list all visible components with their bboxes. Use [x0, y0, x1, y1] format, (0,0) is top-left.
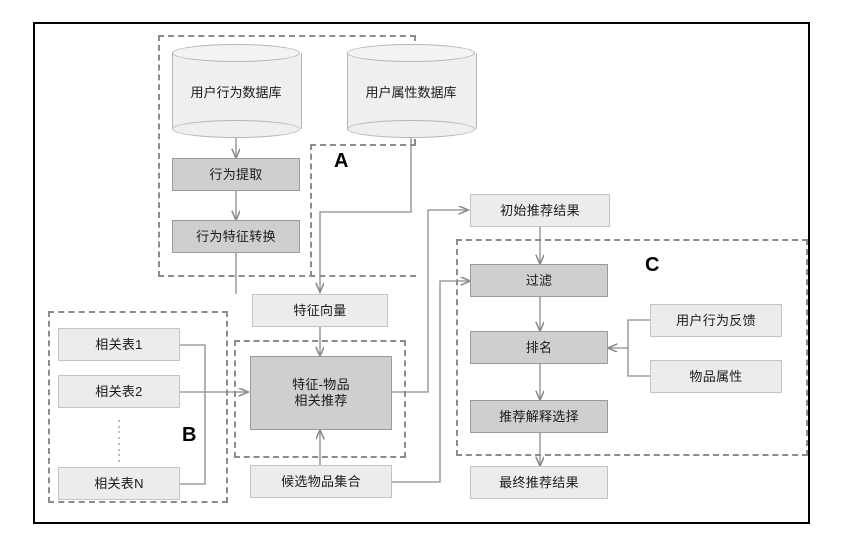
- group-a-label: A: [334, 150, 349, 172]
- db-top-ellipse: [172, 44, 300, 62]
- node-label: 推荐解释选择: [499, 408, 579, 424]
- node-label: 候选物品集合: [281, 473, 361, 489]
- node-label-line1: 特征-物品: [292, 377, 350, 393]
- node-user-behavior-db: 用户行为数据库: [172, 44, 302, 138]
- node-label: 用户属性数据库: [365, 84, 457, 100]
- db-body: [347, 53, 477, 129]
- node-label-line2: 相关推荐: [294, 393, 348, 408]
- node-label: 特征向量: [293, 302, 347, 318]
- node-final-rec-result: 最终推荐结果: [470, 466, 608, 499]
- db-top-ellipse: [347, 44, 475, 62]
- node-label: 相关表1: [95, 336, 143, 352]
- node-item-attribute: 物品属性: [650, 360, 782, 393]
- node-label: 行为特征转换: [196, 228, 276, 244]
- node-label: 物品属性: [689, 368, 743, 384]
- node-rec-explanation-select: 推荐解释选择: [470, 400, 608, 433]
- node-label: 用户行为数据库: [190, 84, 282, 100]
- group-c-label: C: [645, 254, 660, 276]
- db-body: [172, 53, 302, 129]
- group-b-boundary: [48, 311, 228, 503]
- node-label: 用户行为反馈: [676, 312, 756, 328]
- node-feature-vector: 特征向量: [252, 294, 388, 327]
- ellipsis-vertical-icon: [118, 420, 120, 462]
- group-b-label: B: [182, 424, 197, 446]
- node-label: 相关表N: [94, 475, 144, 491]
- node-related-table-2: 相关表2: [58, 375, 180, 408]
- group-a-boundary: [158, 35, 416, 277]
- node-label: 排名: [525, 339, 553, 355]
- node-label: 过滤: [525, 272, 553, 288]
- node-filter: 过滤: [470, 264, 608, 297]
- node-candidate-item-set: 候选物品集合: [250, 465, 392, 498]
- node-behavior-extract: 行为提取: [172, 158, 300, 191]
- node-related-table-1: 相关表1: [58, 328, 180, 361]
- node-label: 初始推荐结果: [500, 202, 580, 218]
- node-feature-item-recommendation: 特征-物品 相关推荐: [250, 356, 392, 430]
- group-a-edge-notch-top: [310, 144, 416, 146]
- node-label: 最终推荐结果: [499, 474, 579, 490]
- node-user-behavior-feedback: 用户行为反馈: [650, 304, 782, 337]
- group-a-edge-lower-right: [310, 144, 312, 277]
- node-user-attribute-db: 用户属性数据库: [347, 44, 477, 138]
- node-behavior-feature-transform: 行为特征转换: [172, 220, 300, 253]
- node-related-table-n: 相关表N: [58, 467, 180, 500]
- node-ranking: 排名: [470, 331, 608, 364]
- db-bottom-ellipse: [347, 120, 475, 138]
- db-bottom-ellipse: [172, 120, 300, 138]
- node-initial-rec-result: 初始推荐结果: [470, 194, 610, 227]
- node-label: 相关表2: [95, 383, 143, 399]
- node-label: 行为提取: [209, 166, 263, 182]
